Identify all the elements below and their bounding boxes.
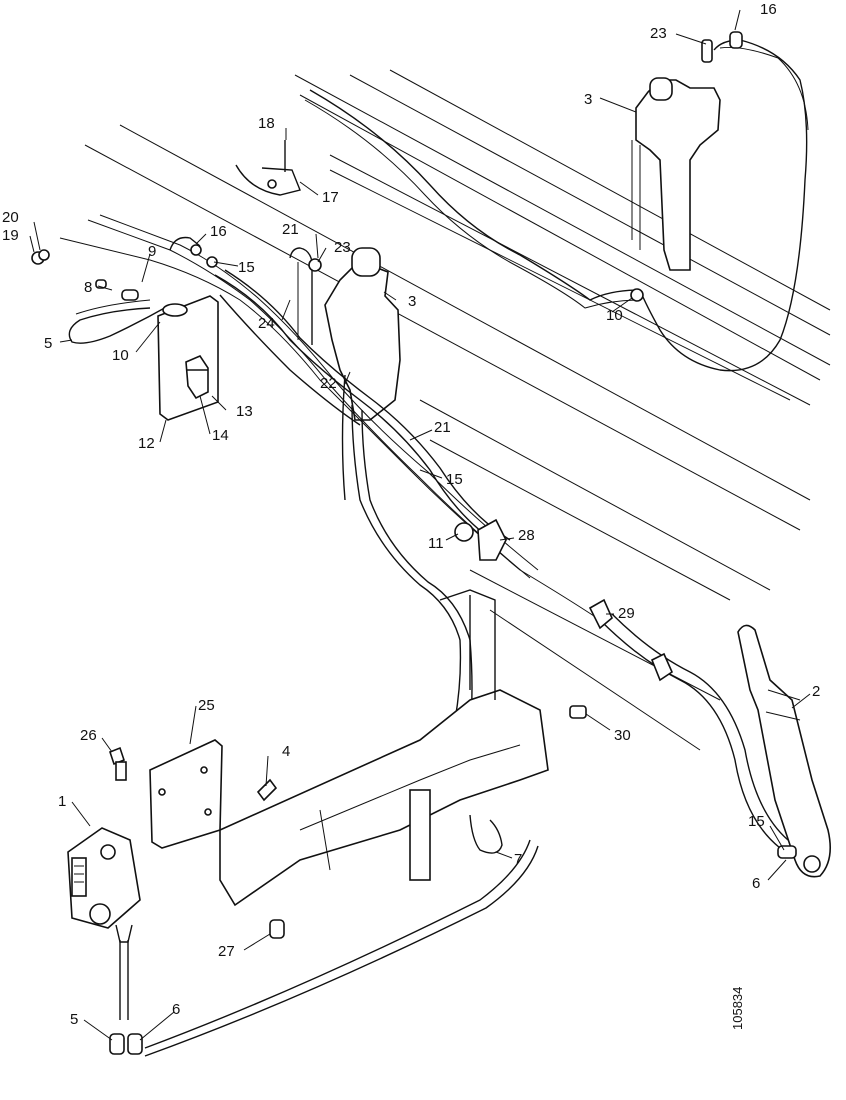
callout-9: 9 — [148, 243, 156, 260]
callout-4: 4 — [282, 743, 290, 760]
callout-19: 19 — [2, 227, 19, 244]
callout-12: 12 — [138, 435, 155, 452]
leader-lines — [29, 9, 811, 1041]
callouts: 23 16 3 18 17 20 19 16 15 21 23 9 8 5 10… — [2, 1, 820, 1030]
reservoir-center — [289, 247, 401, 421]
callout-1: 1 — [58, 793, 66, 810]
callout-30: 30 — [614, 727, 631, 744]
callout-5-upper: 5 — [44, 335, 52, 352]
callout-2: 2 — [812, 683, 820, 700]
callout-3-upper: 3 — [584, 91, 592, 108]
callout-27: 27 — [218, 943, 235, 960]
callout-13: 13 — [236, 403, 253, 420]
left-pipe-assembly — [31, 236, 218, 344]
cylinder-2 — [599, 613, 831, 878]
callout-7: 7 — [514, 851, 522, 868]
callout-15-left: 15 — [238, 259, 255, 276]
callout-26: 26 — [80, 727, 97, 744]
bracket-17 — [235, 140, 301, 196]
callout-6-right: 6 — [752, 875, 760, 892]
callout-22: 22 — [320, 375, 337, 392]
callout-15-lower: 15 — [748, 813, 765, 830]
callout-29: 29 — [618, 605, 635, 622]
callout-18: 18 — [258, 115, 275, 132]
callout-14: 14 — [212, 427, 229, 444]
pump-assembly — [67, 739, 539, 1057]
callout-15-center: 15 — [446, 471, 463, 488]
callout-24: 24 — [258, 315, 275, 332]
plate-12 — [157, 295, 219, 421]
callout-10-left: 10 — [112, 347, 129, 364]
brackets-28-29 — [454, 518, 674, 682]
callout-25: 25 — [198, 697, 215, 714]
callout-11: 11 — [428, 535, 444, 552]
hose-bundle — [59, 214, 601, 731]
callout-8: 8 — [84, 279, 92, 296]
callout-16-left: 16 — [210, 223, 227, 240]
figure-reference-number: 105834 — [730, 987, 745, 1030]
callout-10-right: 10 — [606, 307, 623, 324]
callout-23-upper: 23 — [650, 25, 667, 42]
main-pipes — [304, 89, 644, 309]
callout-5-lower: 5 — [70, 1011, 78, 1028]
callout-20: 20 — [2, 209, 19, 226]
callout-6-lower: 6 — [172, 1001, 180, 1018]
callout-21-upper: 21 — [282, 221, 299, 238]
callout-16-upper: 16 — [760, 1, 777, 18]
reservoir-upper — [631, 31, 809, 372]
callout-17: 17 — [322, 189, 339, 206]
callout-23-center: 23 — [334, 239, 351, 256]
callout-28: 28 — [518, 527, 535, 544]
callout-3-center: 3 — [408, 293, 416, 310]
clip-7 — [469, 814, 503, 854]
chassis-member — [219, 589, 549, 907]
callout-21-center: 21 — [434, 419, 451, 436]
